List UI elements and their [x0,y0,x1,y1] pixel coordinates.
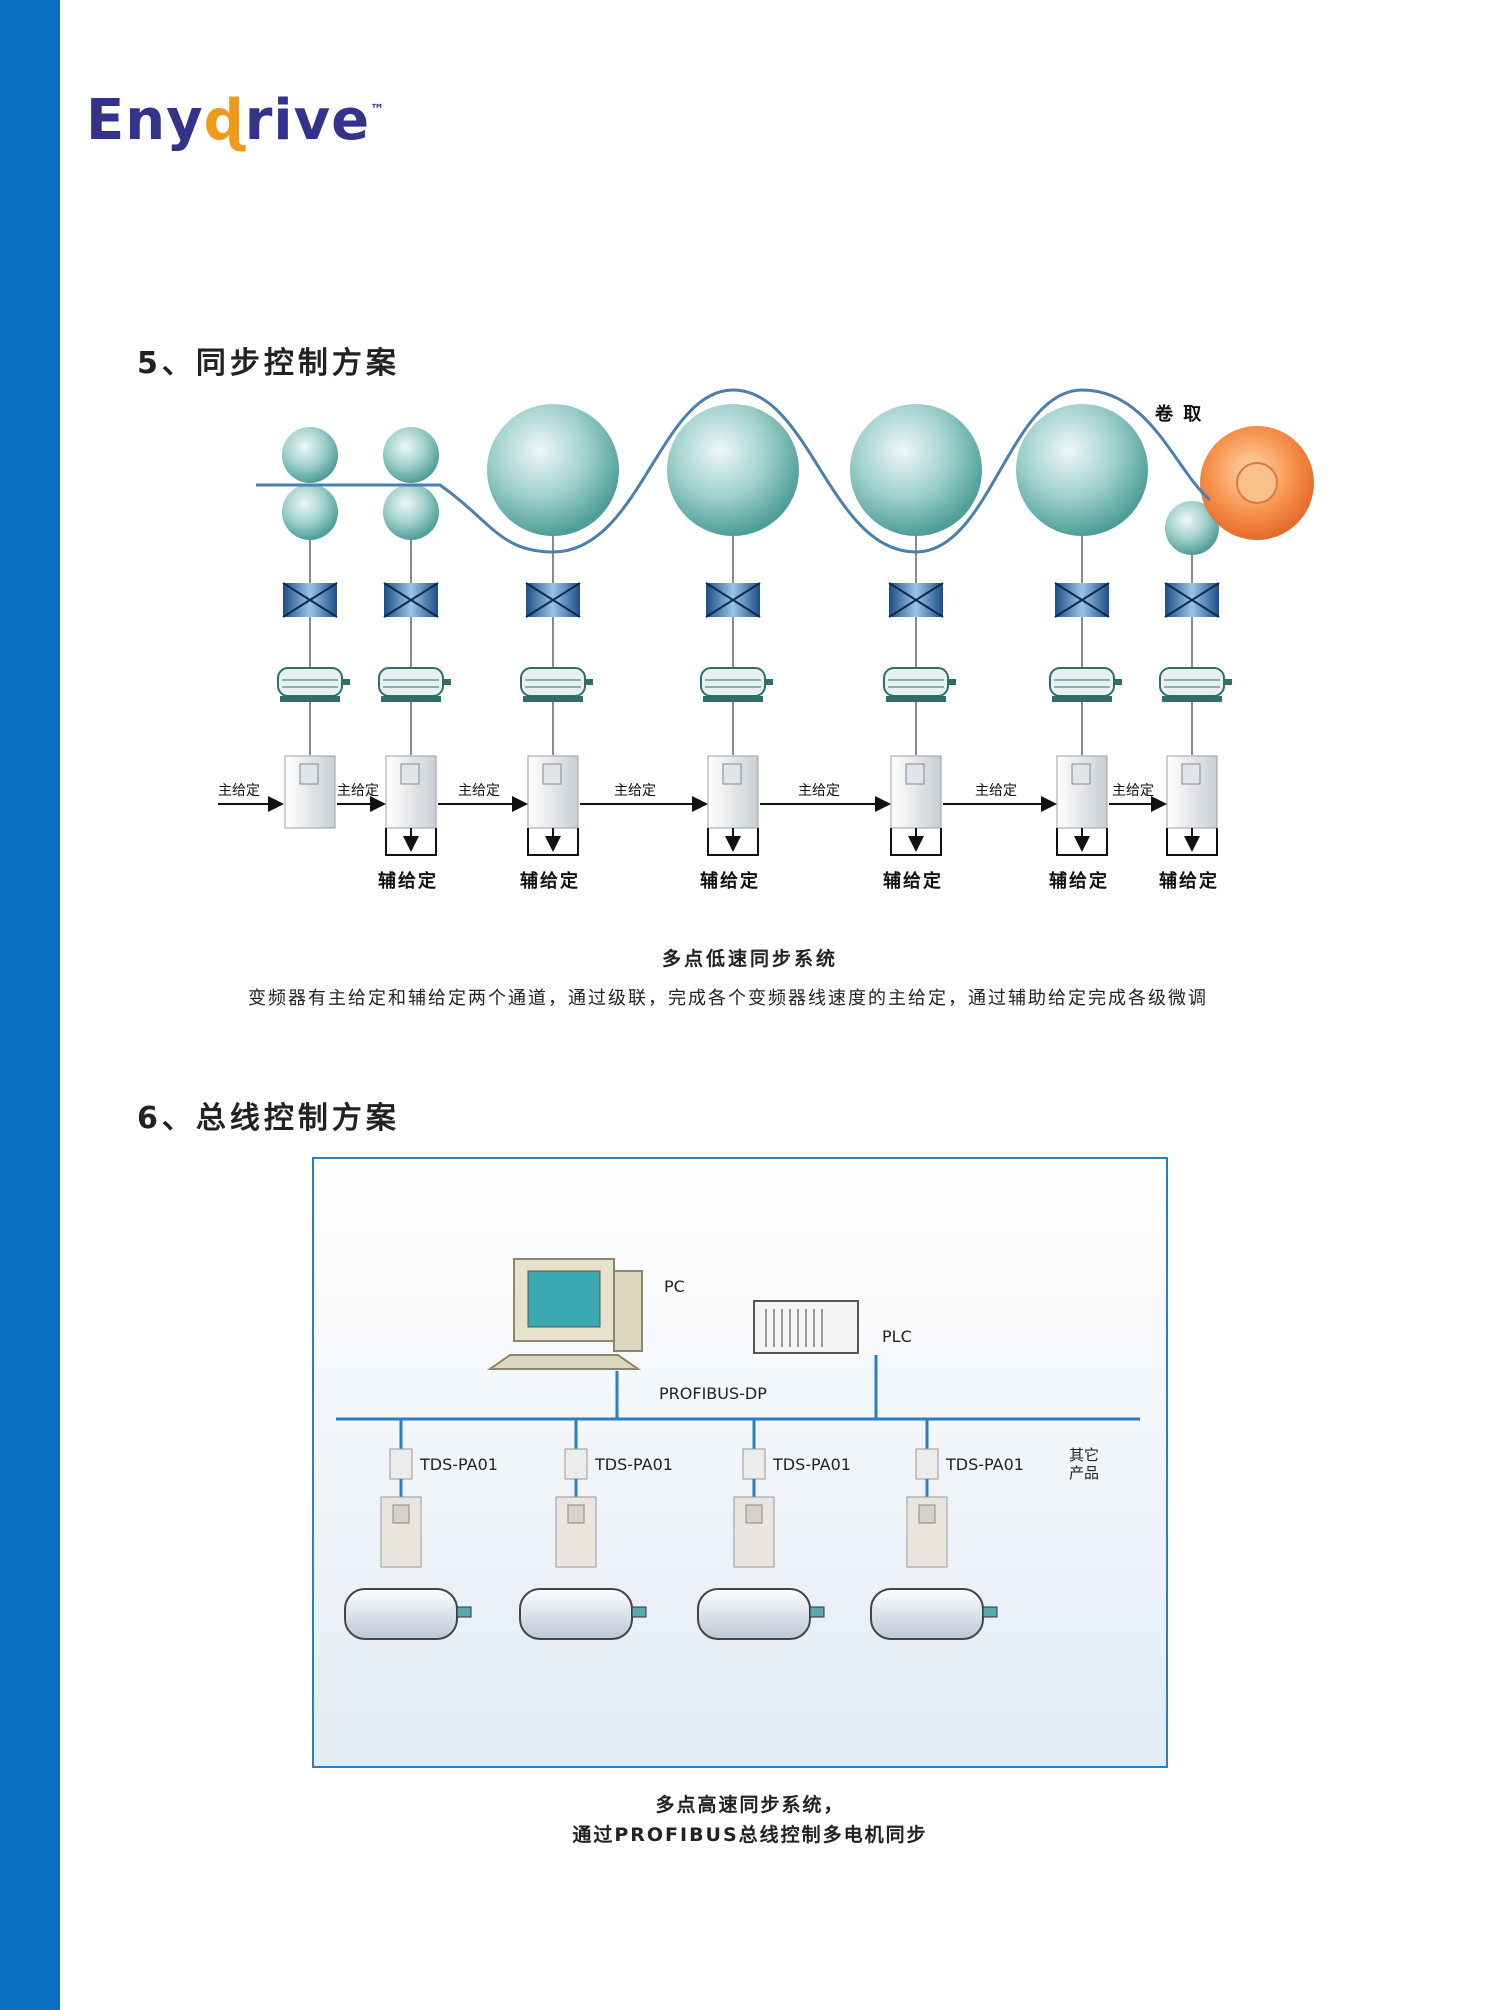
pinch-roller-top-2 [383,427,439,483]
vertical-shafts [309,530,1193,710]
aux-setting-label-4: 辅给定 [883,871,943,892]
small-roller [1165,501,1219,555]
other-products-label-1: 其它 [1069,1446,1100,1464]
bus-label: PROFIBUS-DP [659,1384,767,1403]
aux-setting-label-3: 辅给定 [700,871,760,892]
drum-roller-2 [667,404,799,536]
winding-core [1236,462,1278,504]
aux-setting-label-5: 辅给定 [1049,871,1109,892]
module-label-4: TDS-PA01 [946,1455,1024,1474]
plc-label: PLC [882,1327,912,1346]
web-material-line [256,388,1211,554]
winding-label: 卷 取 [1155,404,1204,425]
aux-setting-label-6: 辅给定 [1159,871,1219,892]
plc-icon [753,1300,859,1354]
drum-roller-1 [487,404,619,536]
other-products-label-2: 产品 [1069,1464,1100,1482]
main-setting-label-2: 主给定 [337,783,379,799]
bus-lines [336,1355,1140,1449]
logo-gear-icon: ɖ [203,88,245,153]
section-5-paragraph: 变频器有主给定和辅给定两个通道，通过级联，完成各个变频器线速度的主给定，通过辅助… [248,988,1208,1009]
inverters [284,755,1218,829]
module-label-2: TDS-PA01 [595,1455,673,1474]
section-6-caption: 多点高速同步系统， 通过PROFIBUS总线控制多电机同步 [572,1794,928,1846]
drum-roller-4 [1016,404,1148,536]
pc-label: PC [664,1277,685,1296]
profibus-diagram: PC PLC PROFIBUS-DP TDS-PA01 TDS-PA01 TDS… [312,1157,1168,1768]
section-5-caption: 多点低速同步系统 [661,948,838,970]
main-setting-label-1: 主给定 [218,783,260,799]
aux-setting-label-2: 辅给定 [520,871,580,892]
pc-icon [486,1258,643,1370]
main-setting-label-6: 主给定 [975,783,1017,799]
aux-setting-label-1: 辅给定 [378,871,438,892]
main-setting-label-5: 主给定 [798,783,840,799]
main-setting-label-7: 主给定 [1112,783,1154,799]
main-setting-label-4: 主给定 [614,783,656,799]
section-5-title: 5、同步控制方案 [137,346,400,381]
side-color-bar [0,0,60,2010]
section-6-title: 6、总线控制方案 [137,1101,400,1136]
brand-logo: Enyɖrive™ [86,88,386,153]
drum-roller-3 [850,404,982,536]
pinch-roller-bottom-1 [282,484,338,540]
pinch-roller-bottom-2 [383,484,439,540]
drive-stacks [344,1448,998,1640]
module-label-3: TDS-PA01 [773,1455,851,1474]
module-label-1: TDS-PA01 [420,1455,498,1474]
pinch-roller-top-1 [282,427,338,483]
main-setting-label-3: 主给定 [458,783,500,799]
motors [277,667,1232,702]
couplings [282,582,1220,618]
aux-setting-loops [385,828,1218,856]
synchronous-roller-diagram: 卷 取 主给定 主给定 主给定 主给定 主给定 主给定 主给定 辅给定 辅给定 … [200,380,1340,900]
motor-to-inverter-lines [309,702,1193,755]
